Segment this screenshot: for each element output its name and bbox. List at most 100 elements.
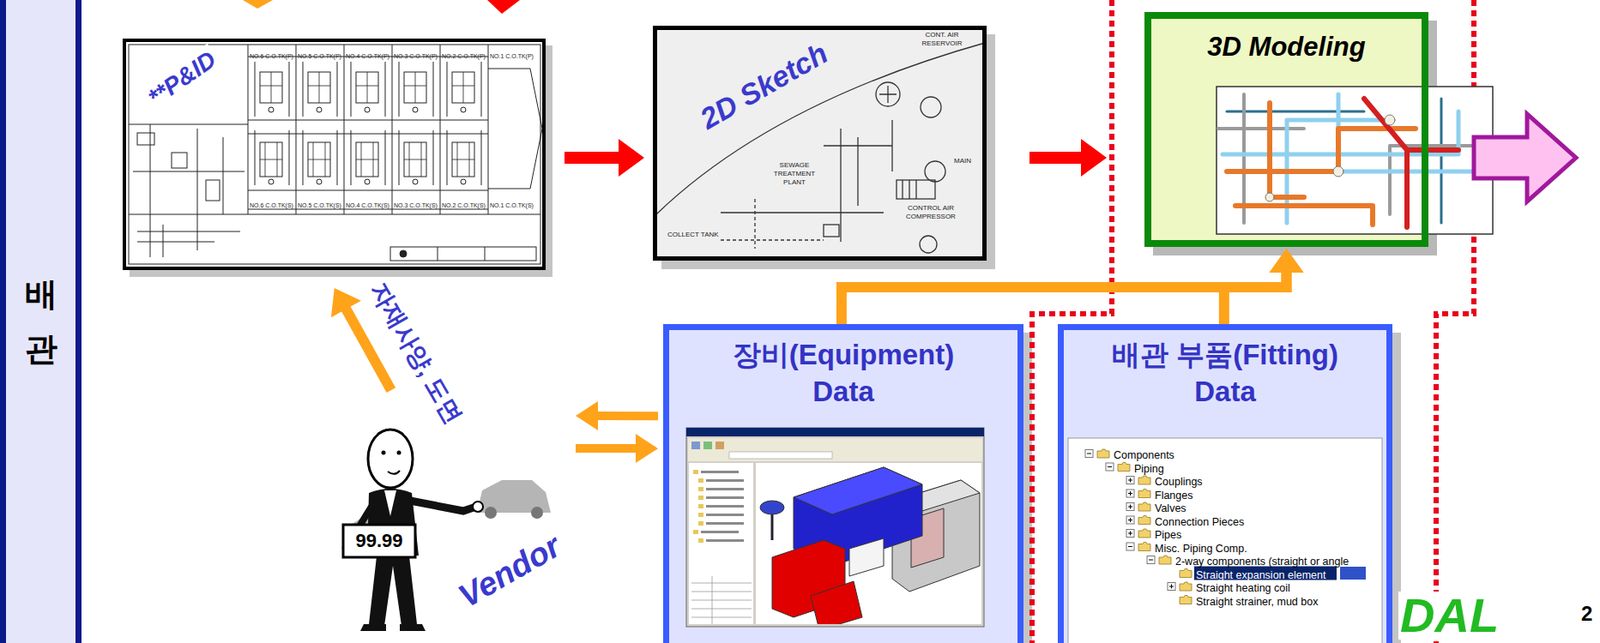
pid-drawing [247, 44, 489, 215]
tree-item: 2-way components (straight or angle [1175, 555, 1349, 569]
fitting-tree [1126, 489, 1135, 498]
vendor-illustration [368, 429, 413, 489]
fitting-tree [1138, 502, 1151, 512]
equipment-screenshot [715, 441, 725, 450]
piping-render [1265, 193, 1274, 202]
connector [1029, 138, 1107, 177]
text-holder: Straight heating coil [1195, 579, 1291, 596]
tank-name: NO.3 C.O.TK(S) [393, 202, 438, 210]
vendor-illustration [360, 502, 375, 526]
equipment-screenshot [698, 487, 744, 492]
box-fills [1057, 324, 1393, 643]
vendor-illustration [384, 490, 397, 517]
tree-item: Piping [1134, 462, 1165, 477]
sketch-note: MAIN [953, 156, 972, 166]
tank-name: NO.2 C.O.TK(S) [441, 202, 486, 210]
fitting-tree [1126, 530, 1135, 538]
cut-arrowheads [242, 0, 520, 14]
pid-drawing [128, 124, 541, 258]
piping-render [1216, 86, 1493, 235]
sketch-note: CONT. AIR RESERVOIR [911, 30, 973, 49]
arrow-head [618, 138, 645, 177]
pid-drawing [254, 61, 290, 186]
connector-line [1029, 151, 1082, 164]
equipment-screenshot [760, 501, 785, 515]
text-holder: NO.3 C.O.TK(S) [393, 195, 438, 212]
connector-line [841, 271, 1287, 325]
fitting-tree [1126, 543, 1135, 551]
fitting-tree [1097, 449, 1110, 459]
vendor-illustration [381, 451, 387, 456]
piping-render [1364, 98, 1459, 228]
arrow-head [1269, 248, 1305, 273]
vendor-illustration [387, 470, 400, 475]
equipment-screenshot [755, 463, 982, 625]
drawing-frame: **P&ID [122, 38, 546, 271]
modeling-box: 3D Modeling [1144, 12, 1429, 248]
tank-name: NO.2 C.O.TK(P) [441, 53, 486, 61]
tree-item: Straight expansion element [1195, 568, 1326, 583]
fitting-tree [1138, 516, 1151, 526]
fitting-tree [1159, 555, 1172, 565]
equipment-screenshot [810, 581, 863, 625]
box-fills [0, 0, 1429, 643]
sketch-drawing [720, 120, 893, 242]
text-holder: NO.3 C.O.TK(P) [393, 46, 438, 62]
sketch-drawing [879, 85, 897, 103]
data-box: 배관 부품(Fitting) Data [1057, 324, 1393, 643]
arrow-head [635, 434, 659, 464]
arrow-head [331, 288, 362, 318]
box-title: 3D Modeling [1207, 30, 1365, 64]
text-holder: 배관 [6, 266, 76, 378]
tree-item: Flanges [1154, 489, 1193, 503]
band-title: 배관 [24, 266, 58, 378]
logo-text: DAL [1398, 591, 1501, 640]
vendor-figure: Vendor [338, 403, 571, 631]
text-holder: 장비(Equipment) Data [669, 337, 1018, 411]
equipment-screenshot [698, 538, 744, 544]
equipment-screenshot [698, 504, 744, 509]
output-arrow [1473, 114, 1576, 202]
box-fills [663, 324, 1024, 643]
drawing-title: **P&ID [139, 43, 224, 115]
equipment-screenshot [691, 441, 701, 450]
sketch-drawing [902, 180, 917, 200]
sketch-drawing [896, 180, 936, 200]
vendor-illustration [360, 624, 426, 632]
text-holder: Pipes [1154, 526, 1182, 543]
tree-item: Misc. Piping Comp. [1154, 542, 1248, 556]
fitting-tree [1126, 503, 1135, 512]
cut-arrowheads [487, 0, 520, 14]
pid-drawing [205, 180, 220, 201]
sketch-drawing [720, 199, 824, 249]
sketch-note: CONTROL AIR COMPRESSOR [892, 204, 970, 222]
equipment-screenshot [698, 495, 744, 501]
fitting-tree [1167, 583, 1176, 592]
pid-drawing [399, 250, 407, 258]
text-holder: NO.1 C.O.TK(P) [489, 46, 534, 62]
arrow-head [575, 401, 598, 431]
sketch-note: COLLECT TANK [667, 230, 719, 240]
text-holder: Straight strainer, mud box [1195, 593, 1318, 610]
sketch-frame: 2D Sketch [652, 25, 987, 261]
tree-item: Pipes [1154, 528, 1182, 543]
pid-drawing [302, 61, 338, 186]
edge-label: 자재사양, 도면 [363, 277, 468, 430]
box-title: 배관 부품(Fitting) Data [1098, 337, 1353, 411]
text-holder: NO.4 C.O.TK(S) [345, 195, 390, 212]
connector [575, 401, 659, 431]
text-holder: Valves [1154, 500, 1187, 516]
equipment-screenshot [693, 470, 739, 475]
tree-item: Components [1113, 448, 1175, 463]
equipment-screenshot [760, 467, 980, 625]
connector-line [575, 444, 637, 453]
connector-line [597, 411, 659, 421]
sketch-drawing [656, 42, 985, 254]
fitting-tree [1126, 476, 1135, 485]
fitting-tree [1085, 450, 1093, 459]
pid-drawing [390, 247, 537, 261]
piping-render [1216, 86, 1493, 235]
vendor-illustration [341, 429, 551, 632]
piping-render [1384, 114, 1395, 126]
